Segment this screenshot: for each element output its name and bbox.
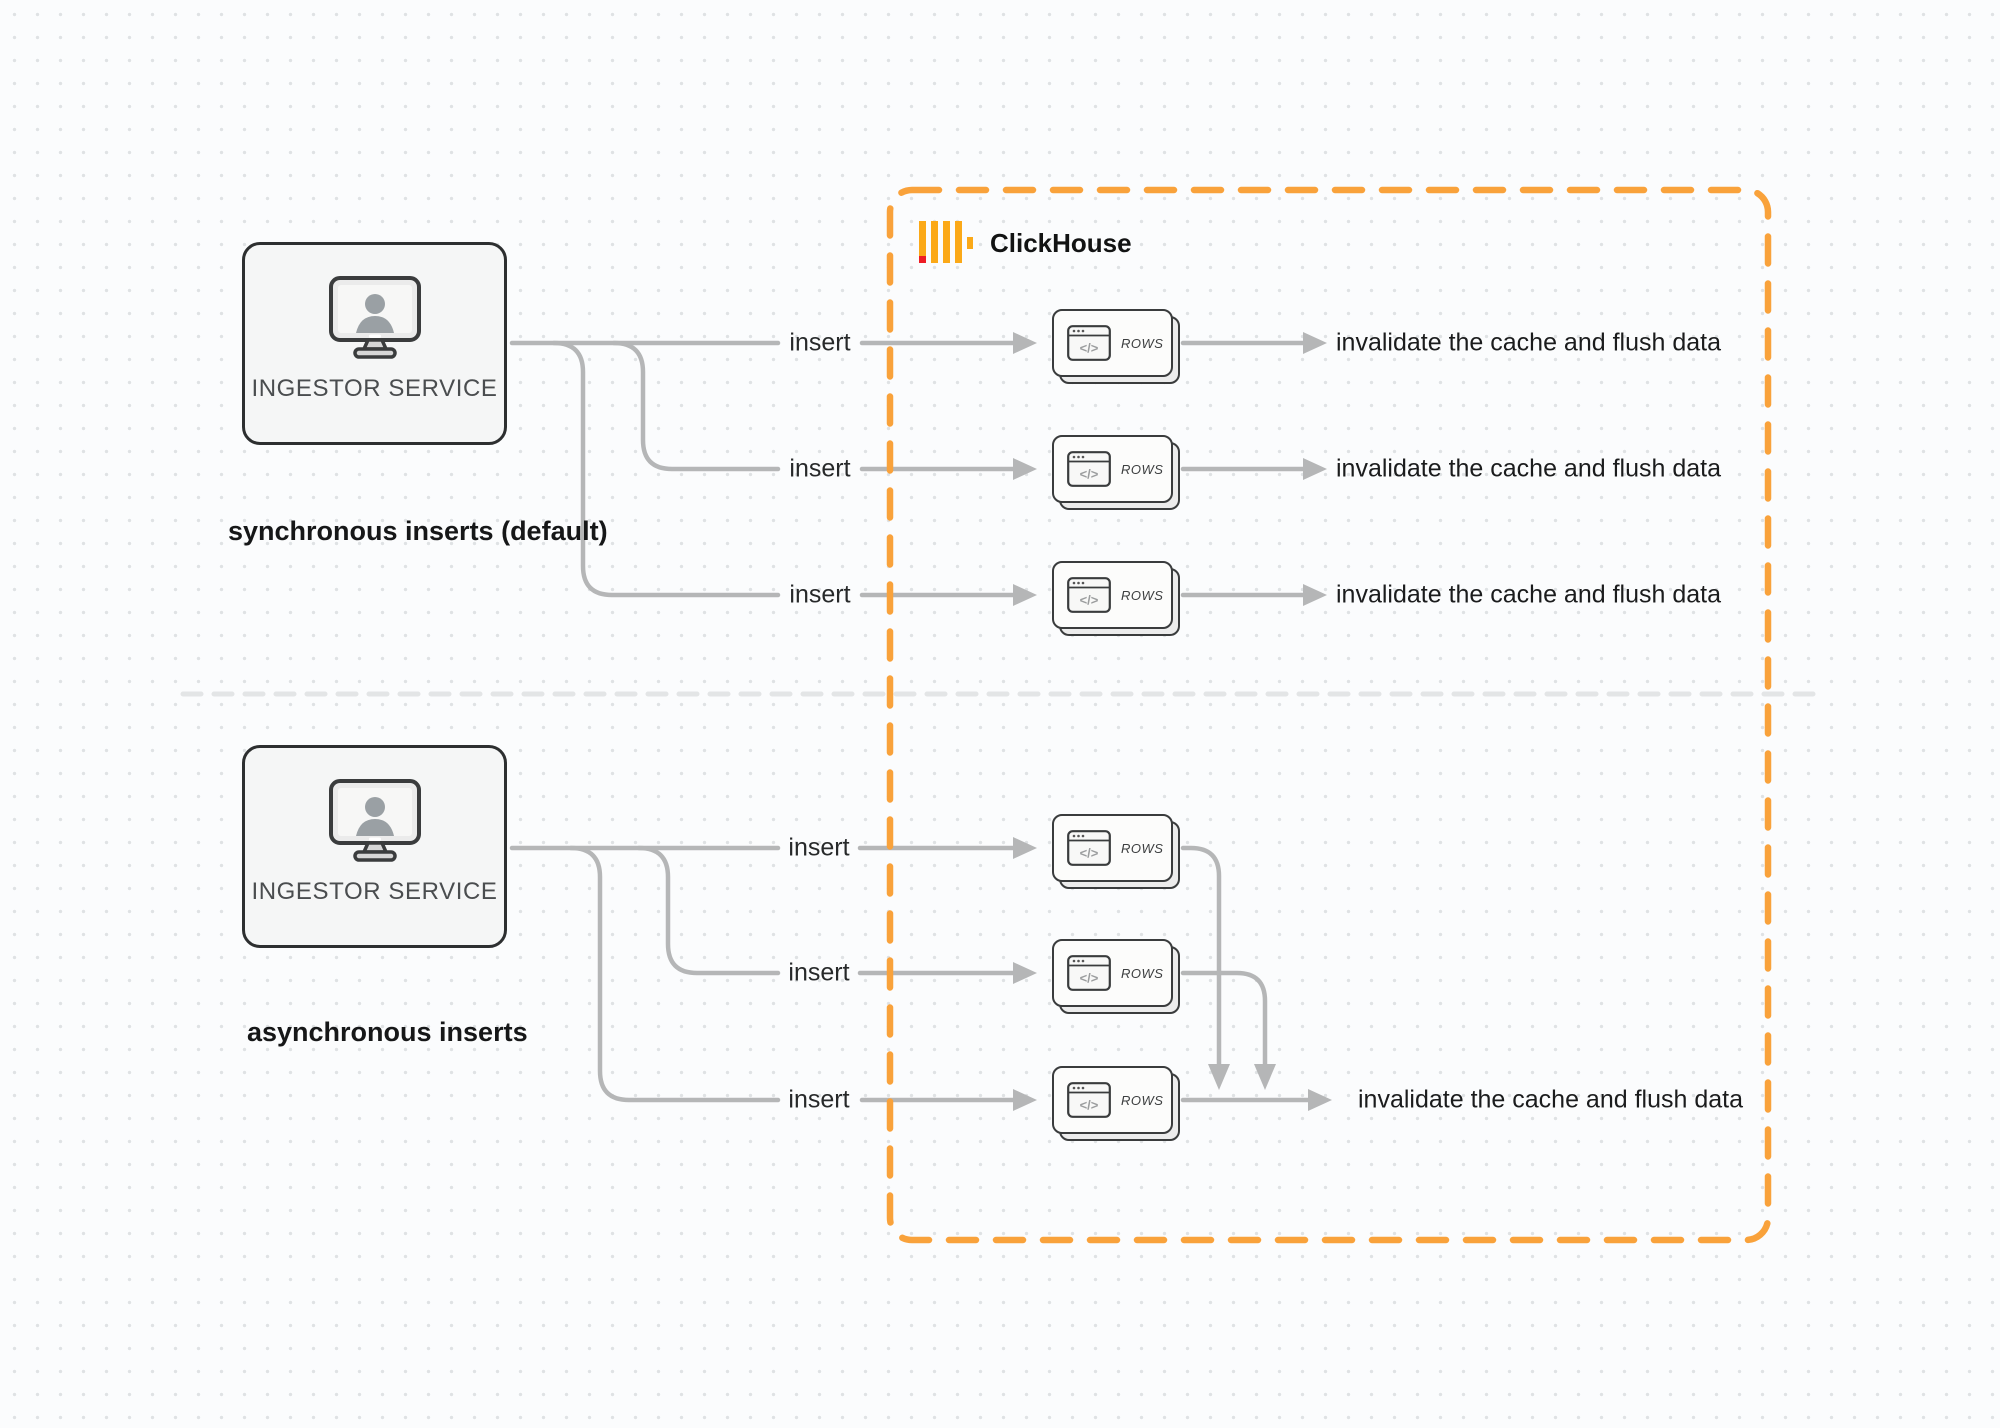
monitor-user-icon [328, 276, 421, 359]
service-box-label: INGESTOR SERVICE [251, 878, 498, 905]
insert-label: insert [789, 580, 851, 609]
rows-card-label: ROWS [1121, 840, 1164, 856]
arrowhead-right [1303, 584, 1327, 606]
arrowhead-right [1303, 458, 1327, 480]
svg-text:</>: </> [1080, 846, 1099, 861]
rows-table-card: </> ROWS [1052, 309, 1180, 384]
async-connectors [509, 845, 1311, 1103]
arrowhead-down [1208, 1064, 1230, 1090]
rows-card-label: ROWS [1121, 1092, 1164, 1108]
monitor-user-icon [328, 779, 421, 862]
svg-text:</>: </> [1080, 971, 1099, 986]
svg-text:</>: </> [1080, 341, 1099, 356]
arrowhead-down [1254, 1064, 1276, 1090]
rows-table-card: </> ROWS [1052, 814, 1180, 889]
sync-connectors [509, 340, 1306, 598]
browser-code-icon: </> [1067, 577, 1111, 613]
invalidate-label: invalidate the cache and flush data [1336, 454, 1721, 483]
insert-label: insert [789, 328, 851, 357]
insert-label: insert [788, 833, 850, 862]
insert-label: insert [788, 958, 850, 987]
invalidate-label: invalidate the cache and flush data [1358, 1085, 1743, 1114]
browser-code-icon: </> [1067, 955, 1111, 991]
arrowhead-right [1308, 1089, 1332, 1111]
svg-text:</>: </> [1080, 593, 1099, 608]
rows-table-card: </> ROWS [1052, 561, 1180, 636]
arrowhead-right [1013, 837, 1037, 859]
rows-card-label: ROWS [1121, 965, 1164, 981]
rows-table-card: </> ROWS [1052, 435, 1180, 510]
ingestor-service-box-sync: INGESTOR SERVICE [242, 242, 507, 445]
arrowhead-right [1013, 458, 1037, 480]
invalidate-label: invalidate the cache and flush data [1336, 328, 1721, 357]
arrowhead-right [1303, 332, 1327, 354]
browser-code-icon: </> [1067, 325, 1111, 361]
sync-caption: synchronous inserts (default) [228, 516, 608, 546]
rows-card-label: ROWS [1121, 587, 1164, 603]
service-box-label: INGESTOR SERVICE [251, 375, 498, 402]
svg-text:</>: </> [1080, 467, 1099, 482]
invalidate-label: invalidate the cache and flush data [1336, 580, 1721, 609]
rows-card-label: ROWS [1121, 335, 1164, 351]
arrowhead-right [1013, 332, 1037, 354]
ingestor-service-box-async: INGESTOR SERVICE [242, 745, 507, 948]
browser-code-icon: </> [1067, 830, 1111, 866]
async-caption: asynchronous inserts [247, 1017, 528, 1047]
clickhouse-title: ClickHouse [990, 228, 1132, 258]
arrowhead-right [1013, 962, 1037, 984]
clickhouse-bars-logo [919, 221, 973, 263]
arrowhead-right [1013, 584, 1037, 606]
rows-table-card: </> ROWS [1052, 1066, 1180, 1141]
insert-label: insert [788, 1085, 850, 1114]
insert-label: insert [789, 454, 851, 483]
arrowhead-right [1013, 1089, 1037, 1111]
async-arrowheads [1013, 837, 1332, 1111]
clickhouse-header: ClickHouse [919, 218, 1132, 268]
clickhouse-boundary [886, 186, 1772, 1244]
rows-table-card: </> ROWS [1052, 939, 1180, 1014]
rows-card-label: ROWS [1121, 461, 1164, 477]
browser-code-icon: </> [1067, 1082, 1111, 1118]
browser-code-icon: </> [1067, 451, 1111, 487]
sync-arrowheads [1013, 332, 1327, 606]
svg-text:</>: </> [1080, 1098, 1099, 1113]
